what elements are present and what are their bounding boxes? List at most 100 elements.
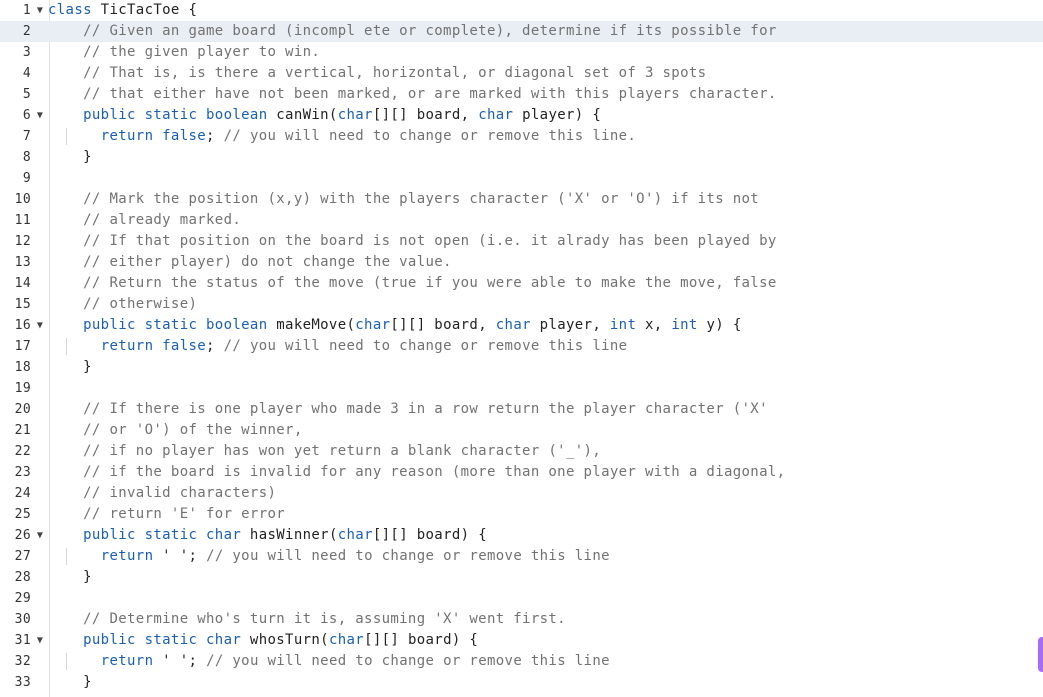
fold-toggle-icon[interactable]: ▼ [36, 5, 44, 16]
comment-token: // or 'O') of the winner, [83, 422, 303, 438]
fold-toggle-icon[interactable]: ▼ [36, 320, 44, 331]
comment-token: // Return the status of the move (true i… [83, 275, 777, 291]
code-text: // or 'O') of the winner, [48, 420, 303, 441]
line-number: 20 [14, 402, 31, 417]
line-number: 16 [14, 318, 31, 333]
code-text: // either player) do not change the valu… [48, 252, 452, 273]
keyword-token: char [478, 107, 514, 123]
fold-toggle-icon[interactable]: ▼ [36, 530, 44, 541]
code-line[interactable]: 11 // already marked. [0, 210, 1043, 231]
comment-token: // return 'E' for error [83, 506, 286, 522]
keyword-token: char [495, 317, 531, 333]
code-line[interactable]: 7 return false; // you will need to chan… [0, 126, 1043, 147]
code-line[interactable]: 16▼ public static boolean makeMove(char[… [0, 315, 1043, 336]
comment-token: // If that position on the board is not … [83, 233, 777, 249]
code-line[interactable]: 21 // or 'O') of the winner, [0, 420, 1043, 441]
fold-toggle-icon[interactable]: ▼ [36, 110, 44, 121]
code-line[interactable]: 9 [0, 168, 1043, 189]
code-line[interactable]: 22 // if no player has won yet return a … [0, 441, 1043, 462]
code-text: // if the board is invalid for any reaso… [48, 462, 785, 483]
line-number: 5 [22, 87, 31, 102]
code-line[interactable]: 3 // the given player to win. [0, 42, 1043, 63]
indent-guide [66, 548, 67, 565]
code-line[interactable]: 8 } [0, 147, 1043, 168]
code-text: } [48, 567, 92, 588]
code-text: // that either have not been marked, or … [48, 84, 777, 105]
keyword-token: return [100, 548, 154, 564]
code-line[interactable]: 18 } [0, 357, 1043, 378]
line-number: 23 [14, 465, 31, 480]
code-line[interactable]: 30 // Determine who's turn it is, assumi… [0, 609, 1043, 630]
code-text: // Given an game board (incompl ete or c… [48, 21, 777, 42]
code-line[interactable]: 10 // Mark the position (x,y) with the p… [0, 189, 1043, 210]
code-text: // already marked. [48, 210, 241, 231]
code-token: player, [530, 317, 610, 333]
line-number: 11 [14, 213, 31, 228]
code-line[interactable]: 27 return ' '; // you will need to chang… [0, 546, 1043, 567]
code-line[interactable]: 20 // If there is one player who made 3 … [0, 399, 1043, 420]
code-line[interactable]: 23 // if the board is invalid for any re… [0, 462, 1043, 483]
line-number: 13 [14, 255, 31, 270]
code-line[interactable]: 5 // that either have not been marked, o… [0, 84, 1043, 105]
code-line[interactable]: 6 ▼ public static boolean canWin(char[][]… [0, 105, 1043, 126]
line-number: 33 [14, 675, 31, 690]
code-line[interactable]: 4 // That is, is there a vertical, horiz… [0, 63, 1043, 84]
code-line[interactable]: 31▼ public static char whosTurn(char[][]… [0, 630, 1043, 651]
code-line[interactable]: 24 // invalid characters) [0, 483, 1043, 504]
keyword-token: int [671, 317, 698, 333]
code-line[interactable]: 17 return false; // you will need to cha… [0, 336, 1043, 357]
code-text: return false; // you will need to change… [48, 126, 636, 147]
code-line[interactable]: 25 // return 'E' for error [0, 504, 1043, 525]
code-line[interactable]: 32 return ' '; // you will need to chang… [0, 651, 1043, 672]
line-number: 9 [22, 171, 31, 186]
scrollbar-handle[interactable] [1038, 637, 1043, 672]
code-line[interactable]: 29 [0, 588, 1043, 609]
indent-guide [66, 338, 67, 355]
code-token: [][] board) { [372, 527, 487, 543]
line-number: 32 [14, 654, 31, 669]
code-line[interactable]: 2 // Given an game board (incompl ete or… [0, 21, 1043, 42]
fold-toggle-icon[interactable]: ▼ [36, 635, 44, 646]
code-line[interactable]: 33 } [0, 672, 1043, 693]
line-number: 27 [14, 549, 31, 564]
line-number: 18 [14, 360, 31, 375]
line-number: 26 [14, 528, 31, 543]
code-text: return false; // you will need to change… [48, 336, 627, 357]
code-text: public static boolean canWin(char[][] bo… [48, 105, 601, 126]
code-text: } [48, 357, 92, 378]
code-line[interactable]: 28 } [0, 567, 1043, 588]
code-line[interactable]: 15 // otherwise) [0, 294, 1043, 315]
line-number: 34 [0, 693, 31, 697]
code-text: public static char whosTurn(char[][] boa… [48, 630, 478, 651]
line-number: 7 [22, 129, 31, 144]
keyword-token: char [337, 107, 373, 123]
line-number: 21 [14, 423, 31, 438]
code-token: makeMove( [267, 317, 356, 333]
code-line[interactable]: 14 // Return the status of the move (tru… [0, 273, 1043, 294]
comment-token: // you will need to change or remove thi… [206, 548, 610, 564]
comment-token: // Mark the position (x,y) with the play… [83, 191, 760, 207]
keyword-token: public static boolean [83, 107, 268, 123]
code-line[interactable]: 12 // If that position on the board is n… [0, 231, 1043, 252]
code-line[interactable]: 26▼ public static char hasWinner(char[][… [0, 525, 1043, 546]
line-number: 12 [14, 234, 31, 249]
indent-guide [66, 128, 67, 145]
code-token: canWin( [267, 107, 338, 123]
line-number: 24 [14, 486, 31, 501]
line-number: 19 [14, 381, 31, 396]
code-text: // the given player to win. [48, 42, 320, 63]
keyword-token: return [100, 653, 154, 669]
code-line[interactable]: 19 [0, 378, 1043, 399]
code-line[interactable]: 34 [0, 693, 1043, 697]
keyword-token: public static char [83, 632, 242, 648]
line-number: 6 [22, 108, 31, 123]
code-token: whosTurn( [241, 632, 329, 648]
code-line[interactable]: 13 // either player) do not change the v… [0, 252, 1043, 273]
code-line[interactable]: 1▼class TicTacToe { [0, 0, 1043, 21]
line-number: 29 [14, 591, 31, 606]
code-token: ' '; [153, 548, 207, 564]
code-token: } [83, 359, 92, 375]
comment-token: // either player) do not change the valu… [83, 254, 452, 270]
